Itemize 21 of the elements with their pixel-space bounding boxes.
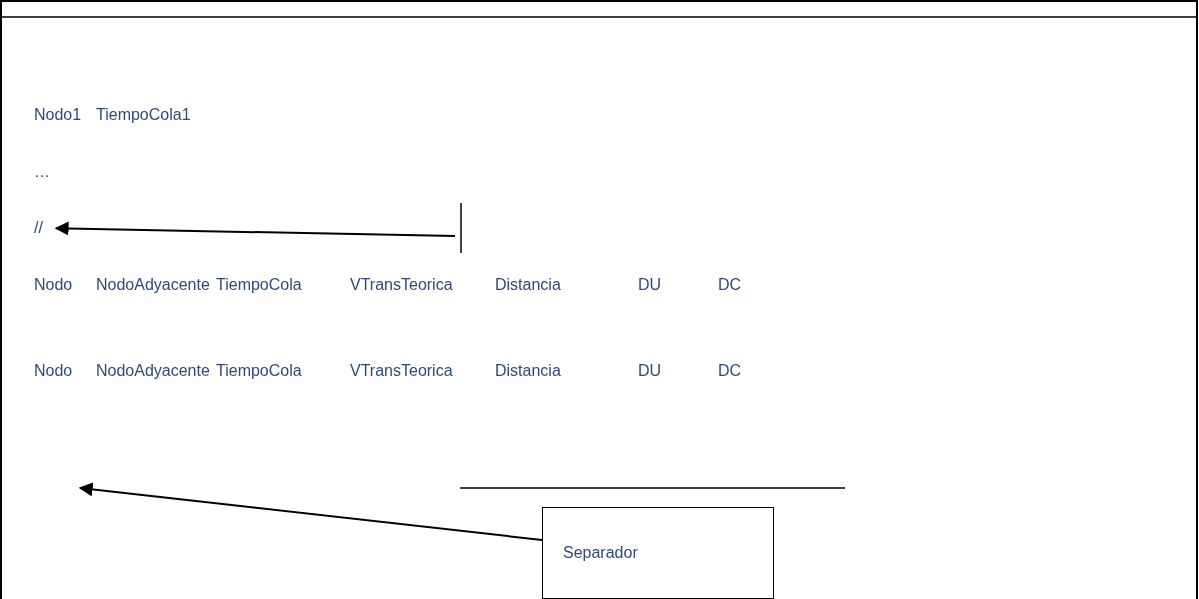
field-name: Nodo1 [34, 105, 82, 125]
field-name: VTransTeorica [350, 275, 453, 295]
field-name: Nodo [34, 361, 73, 381]
field-name: DU [638, 275, 662, 295]
field-name: DC [718, 361, 742, 381]
field-name: TiempoCola1 [96, 105, 191, 125]
field-name: TiempoCola [216, 275, 302, 295]
field-name: Distancia [495, 361, 561, 381]
field-name: VTransTeorica [350, 361, 453, 381]
field-name: DU [638, 361, 662, 381]
ellipsis-text: … [34, 162, 50, 182]
field-name: NodoAdyacente [96, 275, 210, 295]
field-name: TiempoCola [216, 361, 302, 381]
field-name: Distancia [495, 275, 561, 295]
end-marker-text: // [30, 218, 56, 238]
field-name: Nodo [34, 275, 73, 295]
arrow [78, 482, 543, 541]
arrow [54, 221, 456, 237]
callout-box: Separador [542, 507, 774, 599]
field-name: DC [718, 275, 742, 295]
field-name: NodoAdyacente [96, 361, 210, 381]
